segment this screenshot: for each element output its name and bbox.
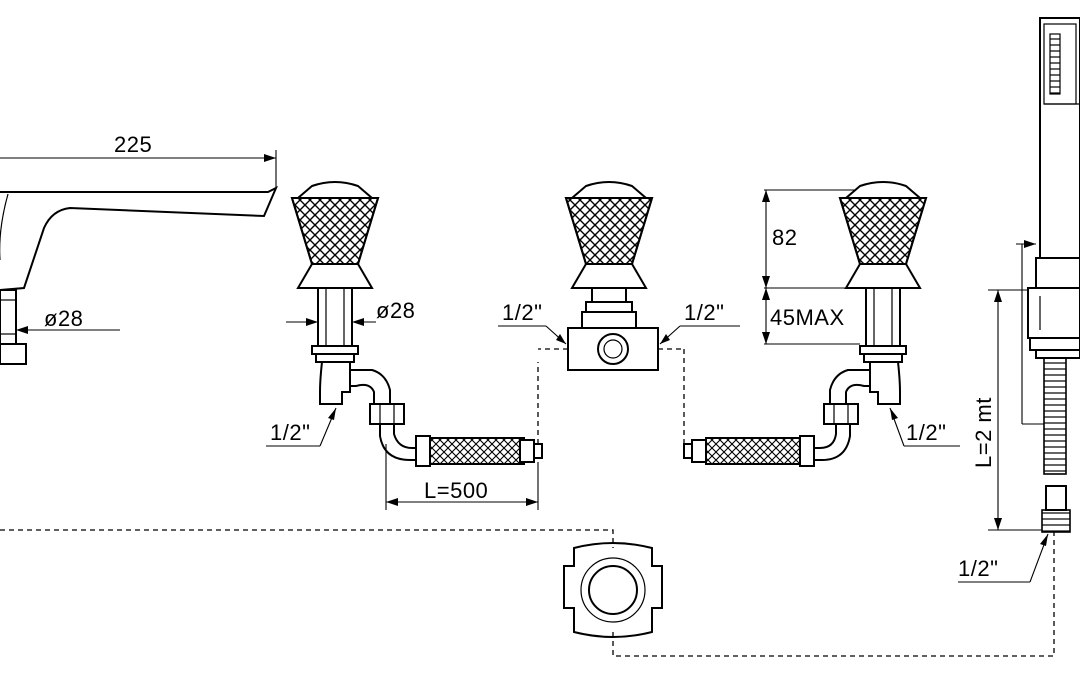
right-valve-thread-leader (889, 407, 960, 447)
left-valve-diameter-dimension (286, 302, 376, 330)
thread-right-valve-label: 1/2" (906, 420, 946, 445)
hand-shower (1027, 17, 1080, 533)
left-hose (379, 362, 543, 467)
left-valve (290, 181, 405, 425)
center-valve (538, 181, 684, 371)
spout (0, 185, 278, 365)
center-valve-thread-leaders (498, 325, 740, 345)
shower-thread-leader (958, 533, 1049, 583)
spout-diameter-dimension (16, 326, 120, 334)
spout-length-label: 225 (114, 132, 152, 157)
max-height-label: 45MAX (770, 305, 845, 330)
right-hose (683, 349, 851, 467)
thread-center-left-label: 1/2" (502, 300, 542, 325)
right-valve (823, 181, 928, 425)
handshower-hose-label: L=2 mt (971, 397, 996, 468)
hose-length-dimension (385, 444, 539, 510)
handle-height-label: 82 (772, 225, 797, 250)
thread-left-valve-label: 1/2" (270, 420, 310, 445)
handle-diameter-label: ø28 (376, 298, 415, 323)
thread-center-right-label: 1/2" (684, 300, 724, 325)
thread-shower-label: 1/2" (958, 556, 998, 581)
connection-lines (0, 529, 1055, 657)
hand-shower-dimensions (988, 240, 1044, 531)
spout-length-dimension (0, 150, 277, 188)
spout-diameter-label: ø28 (44, 306, 83, 331)
diverter-body (563, 542, 663, 638)
hose-length-label: L=500 (424, 478, 488, 503)
handle-height-dimensions (762, 189, 860, 345)
left-valve-thread-leader (266, 407, 337, 447)
